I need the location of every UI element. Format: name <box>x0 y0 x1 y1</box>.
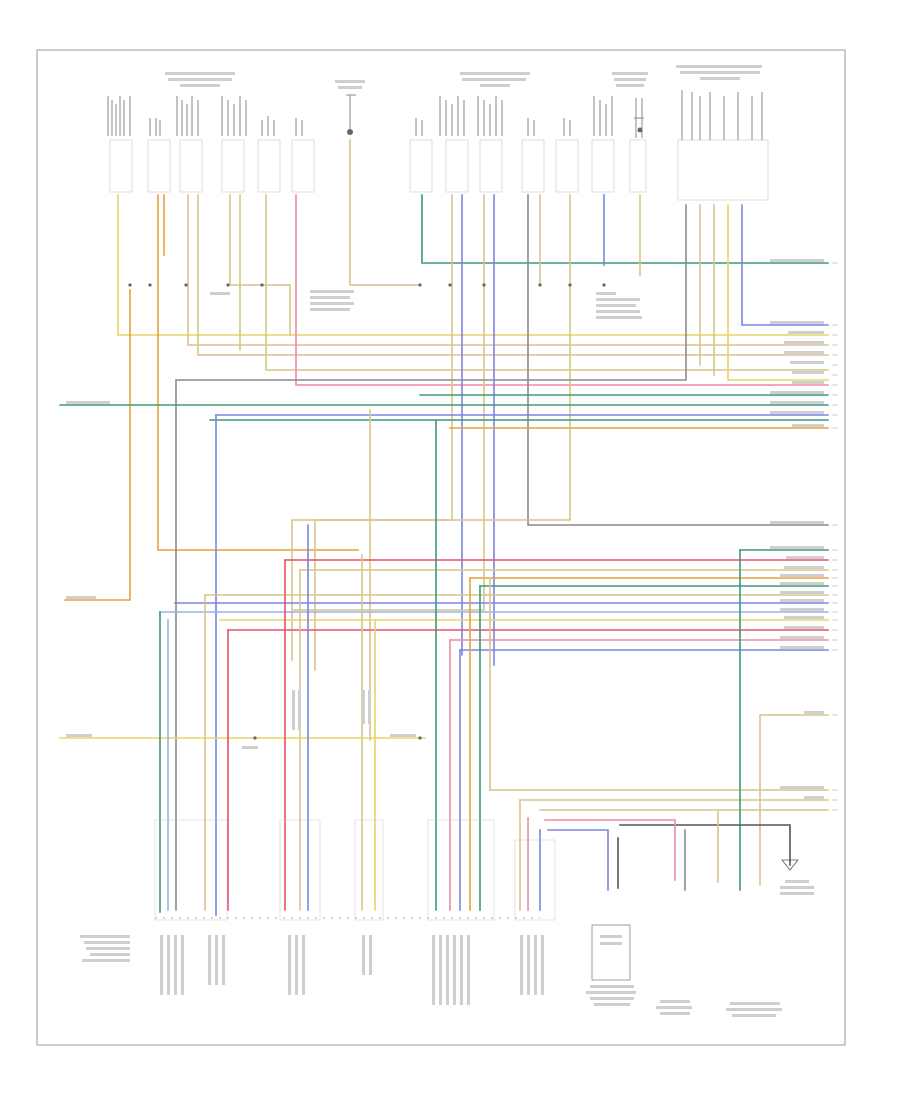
splice-icon <box>418 736 422 740</box>
splice-icon <box>538 283 542 287</box>
right-edge-terminals <box>832 262 838 811</box>
splice-icon <box>568 283 572 287</box>
splice-icon <box>602 283 606 287</box>
center-top-connector <box>335 80 421 286</box>
splice-icon <box>226 283 230 287</box>
wire-harness-middle <box>59 419 829 913</box>
connector-icon <box>781 859 799 871</box>
bottom-module-connector <box>80 819 556 1005</box>
splice-points <box>128 283 606 740</box>
splice-icon <box>418 283 422 287</box>
splice-icon <box>148 283 152 287</box>
bottom-right-components <box>586 859 814 1017</box>
splice-icon <box>253 736 257 740</box>
right-edge-labels <box>770 259 824 799</box>
splice-icon <box>448 283 452 287</box>
ground-icon <box>637 127 643 133</box>
top-left-connector-group <box>107 72 315 193</box>
diagram-frame <box>36 49 846 1046</box>
splice-icon <box>128 283 132 287</box>
mid-connector-labels <box>292 690 371 730</box>
top-right-connector-group <box>409 65 769 201</box>
wire-harness-top <box>59 194 829 916</box>
splice-icon <box>482 283 486 287</box>
splice-icon <box>260 283 264 287</box>
ground-icon <box>347 129 353 135</box>
splice-icon <box>184 283 188 287</box>
left-edge-labels <box>66 290 642 749</box>
